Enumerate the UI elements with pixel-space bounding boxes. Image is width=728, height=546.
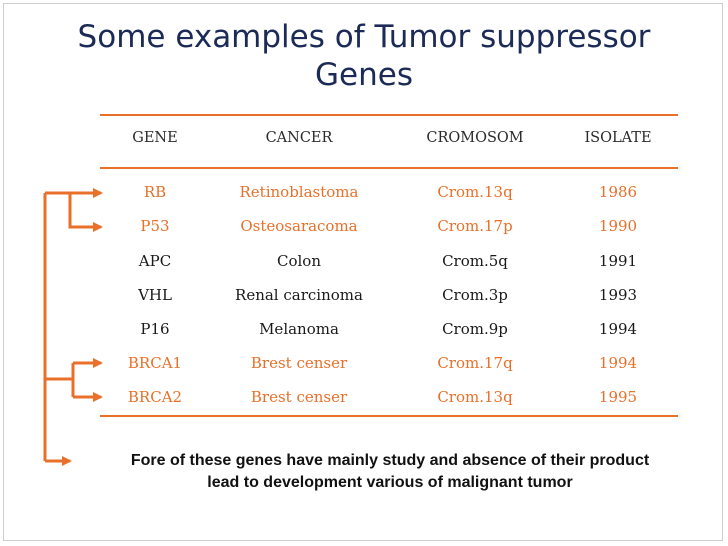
cell-isolate: 1991 <box>598 252 638 270</box>
cell-gene: APC <box>138 252 172 270</box>
cell-cancer: Retinoblastoma <box>239 183 359 201</box>
cell-isolate: 1986 <box>598 183 638 201</box>
cell-cancer: Brest censer <box>250 354 348 372</box>
cell-gene: VHL <box>138 286 172 304</box>
cell-isolate: 1994 <box>598 354 638 372</box>
cell-isolate: 1993 <box>598 286 638 304</box>
table-top-rule <box>100 114 678 116</box>
slide-title: Some examples of Tumor suppressor Genes <box>60 18 668 94</box>
arrow-to-p53 <box>68 193 103 232</box>
cell-cancer: Colon <box>277 252 321 270</box>
cell-cancer: Renal carcinoma <box>235 286 363 304</box>
footnote-line-1: Fore of these genes have mainly study an… <box>130 452 650 469</box>
cell-cromosom: Crom.3p <box>442 286 508 304</box>
footnote-line-2: lead to development various of malignant… <box>207 474 573 491</box>
title-line-1: Some examples of Tumor suppressor <box>77 19 651 55</box>
cell-gene: BRCA1 <box>127 354 183 372</box>
footnote: Fore of these genes have mainly study an… <box>80 450 700 494</box>
cell-cromosom: Crom.17p <box>437 217 513 235</box>
cell-gene: P16 <box>140 320 170 338</box>
cell-isolate: 1990 <box>598 217 638 235</box>
cell-gene: RB <box>143 183 167 201</box>
cell-cromosom: Crom.9p <box>442 320 508 338</box>
slide-border <box>3 3 723 541</box>
cell-isolate: 1995 <box>598 388 638 406</box>
cell-gene: P53 <box>140 217 170 235</box>
cell-cromosom: Crom.13q <box>437 388 513 406</box>
header-rule <box>100 167 678 169</box>
cell-gene: BRCA2 <box>127 388 183 406</box>
cell-cromosom: Crom.5q <box>442 252 508 270</box>
header-gene: GENE <box>132 130 178 146</box>
table-bottom-rule <box>100 415 678 417</box>
header-cromosom: CROMOSOM <box>426 130 524 146</box>
cell-cancer: Brest censer <box>250 388 348 406</box>
cell-cancer: Melanoma <box>259 320 339 338</box>
title-line-2: Genes <box>315 57 413 93</box>
cell-cromosom: Crom.13q <box>437 183 513 201</box>
cell-cancer: Osteosaracoma <box>240 217 358 235</box>
header-cancer: CANCER <box>265 130 333 146</box>
cell-cromosom: Crom.17q <box>437 354 513 372</box>
cell-isolate: 1994 <box>598 320 638 338</box>
header-isolate: ISOLATE <box>584 130 652 146</box>
